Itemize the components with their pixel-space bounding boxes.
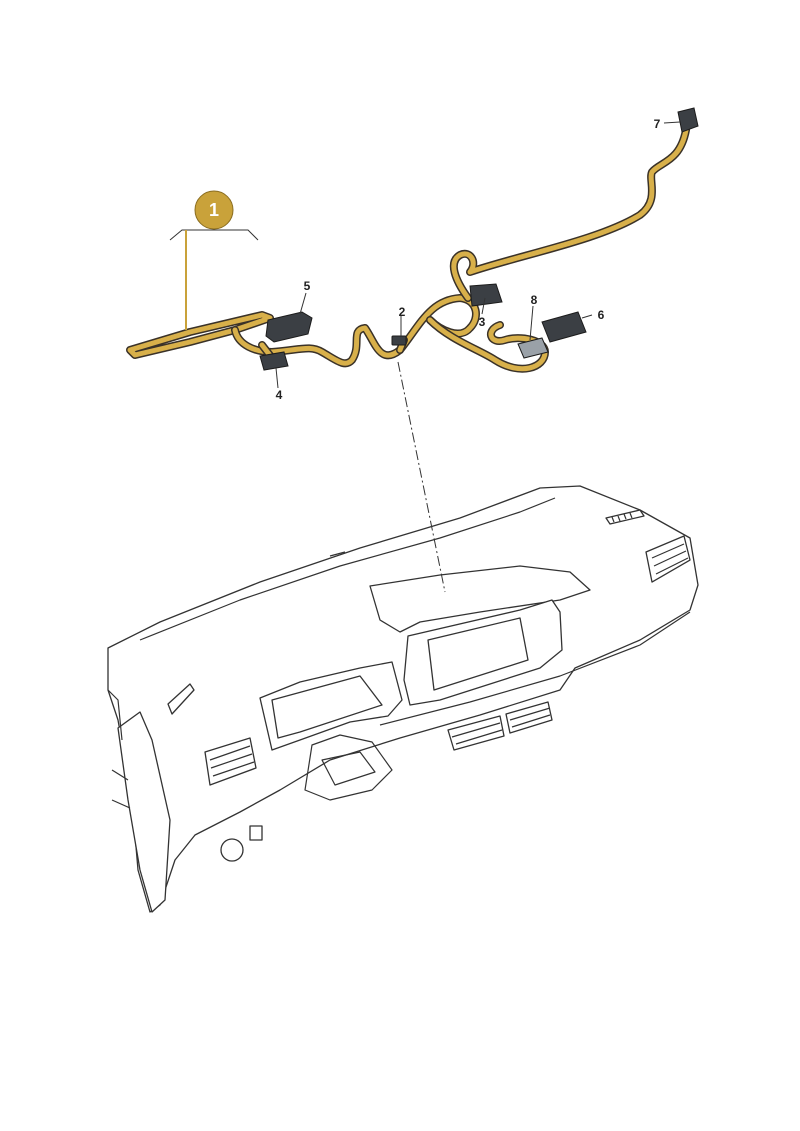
callout-leaders	[275, 121, 681, 389]
centre-air-vent-right	[505, 701, 553, 734]
callout-5: 5	[304, 279, 311, 293]
infotainment-screen	[427, 617, 529, 691]
callout-7: 7	[654, 117, 661, 131]
connector-7-icon	[677, 107, 699, 133]
light-switch-knob	[220, 838, 244, 862]
centre-hood	[369, 565, 591, 633]
connector-8-icon	[517, 337, 549, 359]
connector-5-icon	[265, 311, 313, 343]
callout-labels: 5 4 2 3 8 6 7	[276, 117, 661, 402]
dashboard-top-surface	[107, 485, 699, 913]
connector-2-icon	[391, 335, 407, 346]
callout-2: 2	[399, 305, 406, 319]
part-1-badge	[194, 190, 234, 230]
dashboard-left-end	[117, 711, 171, 913]
instrument-cluster-screen	[271, 675, 383, 739]
part-1-bracket	[169, 229, 259, 241]
connector-6-icon	[541, 311, 587, 343]
connector-4-icon	[259, 351, 289, 371]
dashboard-illustration	[107, 485, 699, 913]
connectors	[259, 107, 699, 371]
centre-air-vent-left	[447, 715, 505, 751]
connector-3-icon	[469, 283, 503, 307]
callout-3: 3	[479, 315, 486, 329]
part-1-number: 1	[209, 200, 219, 220]
callout-6: 6	[598, 308, 605, 322]
mounting-leader-line	[397, 361, 446, 593]
side-defroster-vent	[167, 683, 195, 715]
callout-8: 8	[531, 293, 538, 307]
wiring-harness	[126, 126, 690, 373]
switch-button	[249, 825, 263, 841]
callout-4: 4	[276, 388, 283, 402]
part-1-badge-group: 1	[169, 190, 259, 330]
